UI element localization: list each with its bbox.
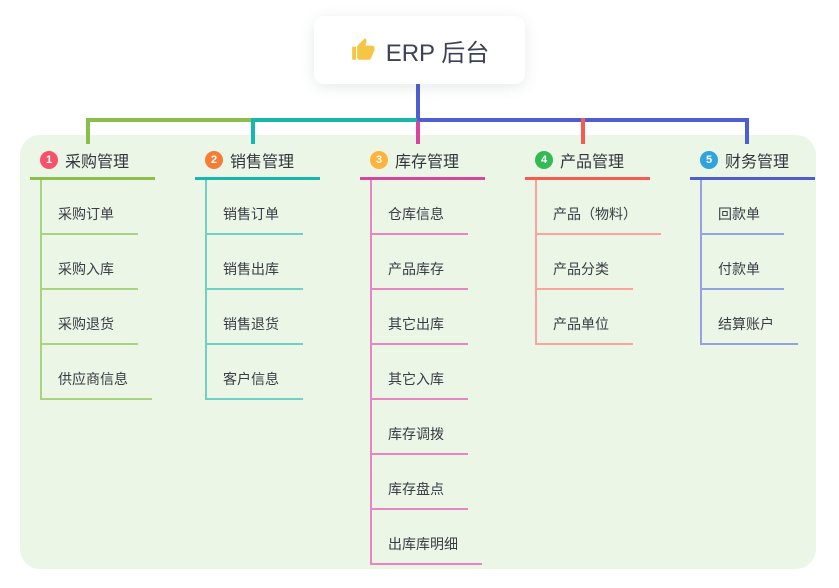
branch-procurement: 1 采购管理 采购订单 采购入库 采购退货 供应商信息 (30, 143, 155, 400)
node-label: 产品管理 (560, 154, 625, 171)
node-product[interactable]: 4 产品管理 (525, 143, 650, 180)
thumbs-up-icon (350, 37, 376, 63)
child-label: 客户信息 (207, 369, 303, 400)
child-node[interactable]: 产品分类 (537, 235, 633, 290)
child-label: 产品分类 (537, 259, 633, 290)
root-node[interactable]: ERP 后台 (314, 16, 525, 84)
children-product: 产品（物料） 产品分类 产品单位 (535, 180, 661, 345)
node-procurement[interactable]: 1 采购管理 (30, 143, 155, 180)
child-label: 采购入库 (42, 259, 138, 290)
node-label: 库存管理 (395, 154, 460, 171)
child-label: 其它入库 (372, 369, 468, 400)
child-label: 仓库信息 (372, 204, 468, 235)
child-label: 供应商信息 (42, 369, 152, 400)
child-label: 产品库存 (372, 259, 468, 290)
node-label: 财务管理 (725, 154, 790, 171)
child-label: 回款单 (702, 204, 784, 235)
branch-finance: 5 财务管理 回款单 付款单 结算账户 (690, 143, 815, 345)
child-label: 采购退货 (42, 314, 138, 345)
child-node[interactable]: 产品库存 (372, 235, 468, 290)
child-node[interactable]: 客户信息 (207, 345, 303, 400)
connector-branch2-drop (251, 118, 255, 144)
child-label: 库存盘点 (372, 479, 468, 510)
branch-sales: 2 销售管理 销售订单 销售出库 销售退货 客户信息 (195, 143, 320, 400)
branch-number-badge: 3 (370, 151, 388, 169)
children-sales: 销售订单 销售出库 销售退货 客户信息 (205, 180, 320, 400)
child-node[interactable]: 采购退货 (42, 290, 138, 345)
child-label: 销售出库 (207, 259, 303, 290)
connector-branch3-drop (416, 121, 420, 144)
child-node[interactable]: 出库库明细 (372, 510, 482, 565)
node-finance[interactable]: 5 财务管理 (690, 143, 815, 180)
child-label: 采购订单 (42, 204, 138, 235)
connector-branch4-drop (581, 118, 585, 144)
connector-branch2-horizontal (251, 118, 419, 122)
child-node[interactable]: 销售退货 (207, 290, 303, 345)
children-inventory: 仓库信息 产品库存 其它出库 其它入库 库存调拨 库存盘点 出库库明细 (370, 180, 485, 565)
branch-inventory: 3 库存管理 仓库信息 产品库存 其它出库 其它入库 库存调拨 库存盘点 出库库… (360, 143, 485, 565)
connector-branch1-horizontal (86, 118, 255, 122)
children-finance: 回款单 付款单 结算账户 (700, 180, 815, 345)
child-label: 库存调拨 (372, 424, 468, 455)
child-node[interactable]: 采购入库 (42, 235, 138, 290)
child-node[interactable]: 库存盘点 (372, 455, 468, 510)
child-label: 其它出库 (372, 314, 468, 345)
child-node[interactable]: 产品单位 (537, 290, 633, 345)
child-node[interactable]: 结算账户 (702, 290, 798, 345)
node-label: 销售管理 (230, 154, 295, 171)
child-label: 销售订单 (207, 204, 303, 235)
child-node[interactable]: 回款单 (702, 180, 784, 235)
connector-branch1-drop (86, 118, 90, 144)
connector-branch5-drop (745, 118, 749, 144)
child-label: 销售退货 (207, 314, 303, 345)
branch-number-badge: 2 (205, 151, 223, 169)
child-node[interactable]: 其它出库 (372, 290, 468, 345)
node-label: 采购管理 (65, 154, 130, 171)
child-label: 产品（物料） (537, 204, 661, 235)
children-procurement: 采购订单 采购入库 采购退货 供应商信息 (40, 180, 155, 400)
branch-number-badge: 4 (535, 151, 553, 169)
child-node[interactable]: 销售订单 (207, 180, 303, 235)
branch-number-badge: 1 (40, 151, 58, 169)
child-node[interactable]: 仓库信息 (372, 180, 468, 235)
child-node[interactable]: 供应商信息 (42, 345, 152, 400)
child-node[interactable]: 其它入库 (372, 345, 468, 400)
child-label: 付款单 (702, 259, 784, 290)
child-label: 产品单位 (537, 314, 633, 345)
child-node[interactable]: 销售出库 (207, 235, 303, 290)
child-node[interactable]: 产品（物料） (537, 180, 661, 235)
child-label: 出库库明细 (372, 534, 482, 565)
branch-number-badge: 5 (700, 151, 718, 169)
child-node[interactable]: 库存调拨 (372, 400, 468, 455)
canvas-panel (20, 135, 816, 569)
node-inventory[interactable]: 3 库存管理 (360, 143, 485, 180)
child-node[interactable]: 付款单 (702, 235, 784, 290)
child-label: 结算账户 (702, 314, 798, 345)
child-node[interactable]: 采购订单 (42, 180, 138, 235)
node-sales[interactable]: 2 销售管理 (195, 143, 320, 180)
root-label: ERP 后台 (385, 39, 490, 67)
connector-root (416, 84, 420, 122)
branch-product: 4 产品管理 产品（物料） 产品分类 产品单位 (525, 143, 661, 345)
